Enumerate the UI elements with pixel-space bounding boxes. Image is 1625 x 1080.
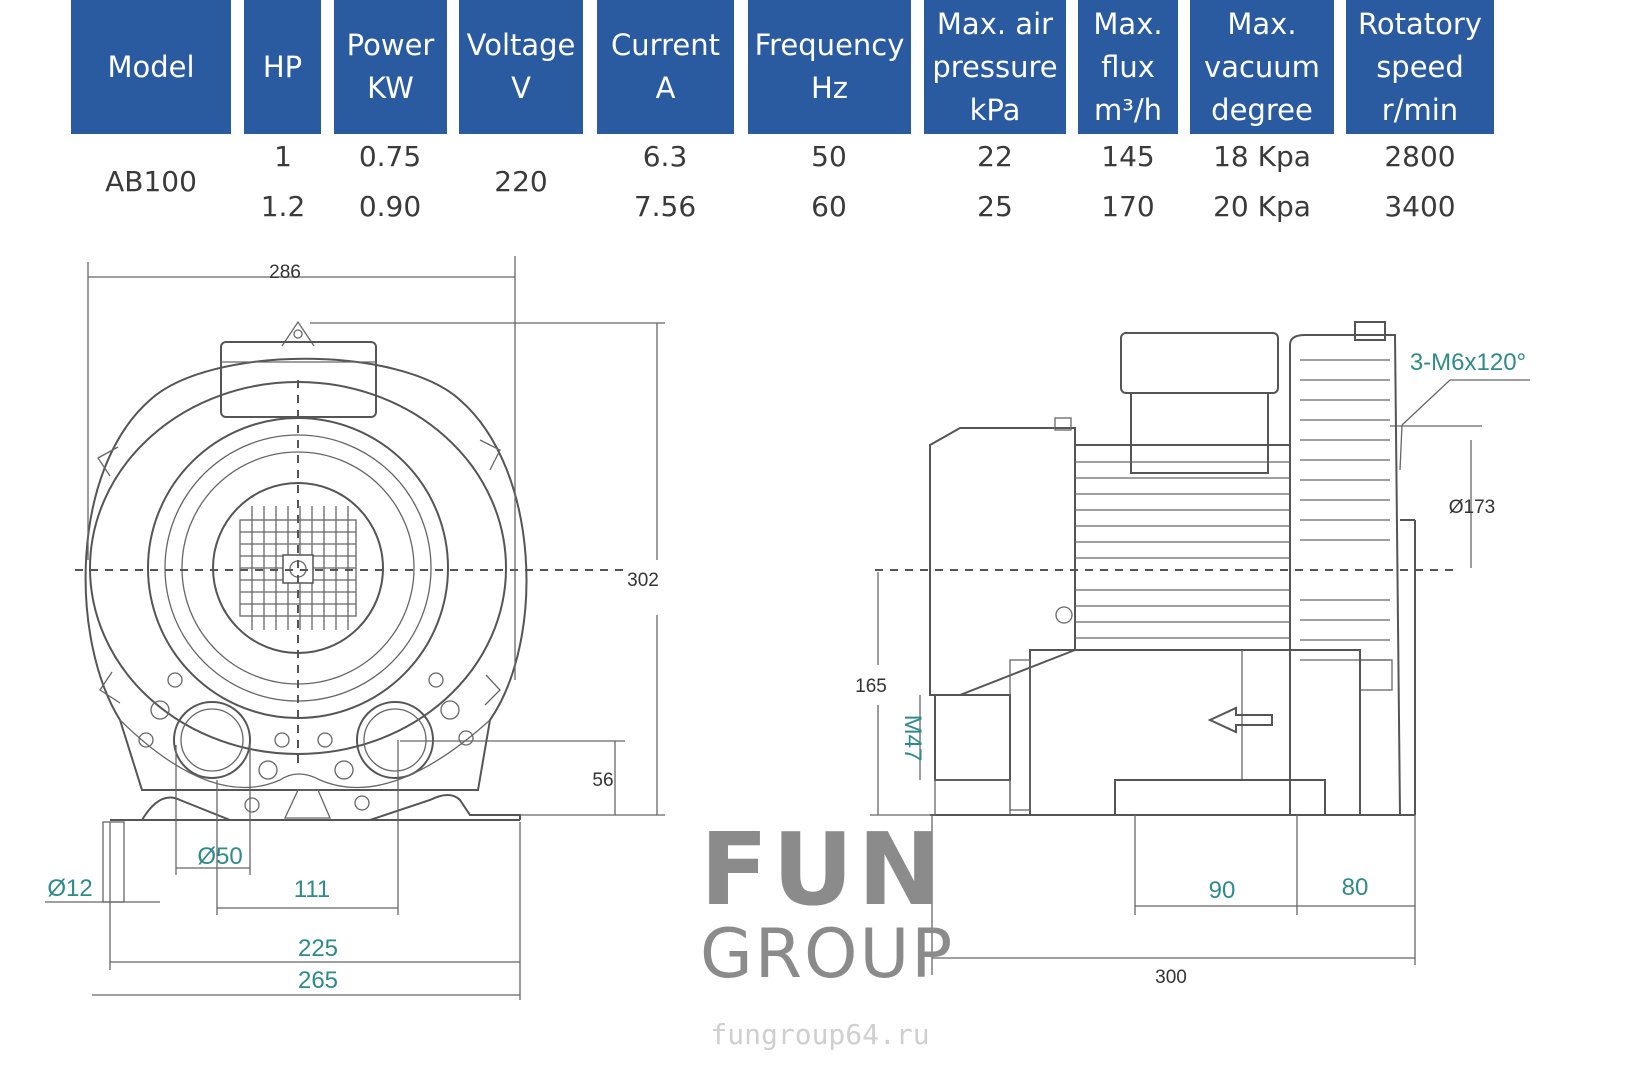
- dim-90: 90: [1209, 877, 1236, 904]
- side-foot: [1114, 779, 1326, 816]
- header-model: Model: [71, 0, 231, 134]
- cell-flux-1: 145: [1101, 140, 1155, 173]
- cell-current-1: 6.3: [642, 140, 688, 173]
- fan-grille: [239, 506, 357, 630]
- side-port: [934, 694, 1011, 781]
- brand-watermark: FUN GROUP: [700, 811, 955, 994]
- header-power: Power KW: [334, 0, 447, 134]
- dim-80: 80: [1342, 874, 1369, 901]
- dim-56: 56: [592, 770, 613, 791]
- dim-dia-12: Ø12: [47, 875, 92, 902]
- header-speed: Rotatory speed r/min: [1346, 0, 1494, 134]
- cell-pressure-2: 25: [977, 190, 1013, 223]
- brand-fun: FUN: [700, 811, 946, 928]
- front-base: [110, 794, 521, 821]
- dim-225: 225: [298, 935, 338, 962]
- mount-hole: [102, 821, 125, 903]
- motor-end-cap: [929, 427, 1076, 696]
- brand-group: GROUP: [700, 915, 955, 994]
- cell-voltage: 220: [494, 165, 548, 198]
- inlet-port: [173, 701, 251, 779]
- cell-power-2: 0.90: [358, 190, 422, 223]
- cell-power-1: 0.75: [358, 140, 422, 173]
- cell-speed-1: 2800: [1384, 140, 1456, 173]
- cell-pressure-1: 22: [977, 140, 1013, 173]
- cell-hp-1: 1: [274, 140, 292, 173]
- dim-300: 300: [1155, 967, 1187, 988]
- front-housing: [84, 357, 528, 791]
- side-view: 3-M6x120° Ø173 165 M47 90 80 300: [855, 321, 1530, 988]
- header-current: Current A: [597, 0, 734, 134]
- cell-speed-2: 3400: [1384, 190, 1456, 223]
- dim-dia-50: Ø50: [197, 843, 242, 870]
- motor-body: [1074, 444, 1291, 651]
- cell-hp-2: 1.2: [260, 190, 306, 223]
- housing-fins: [1300, 359, 1390, 661]
- bolts: [138, 672, 474, 813]
- dim-thread: 3-M6x120°: [1410, 349, 1526, 376]
- dim-286: 286: [269, 262, 301, 283]
- cell-flux-2: 170: [1101, 190, 1155, 223]
- site-watermark: fungroup64.ru: [710, 1018, 930, 1051]
- dim-302: 302: [627, 570, 659, 591]
- dim-265: 265: [298, 967, 338, 994]
- dim-165: 165: [855, 676, 887, 697]
- motor-fins: [1075, 461, 1290, 639]
- header-voltage: Voltage V: [459, 0, 583, 134]
- cell-vacuum-2: 20 Kpa: [1213, 190, 1311, 223]
- side-terminal-box: [1120, 332, 1279, 394]
- flow-arrow: [1207, 706, 1273, 734]
- header-hp: HP: [244, 0, 321, 134]
- silencer-box: [1029, 649, 1361, 816]
- dim-dia-173: Ø173: [1449, 497, 1495, 518]
- front-view: 286 302 56 Ø50 Ø12 111 225 265: [45, 256, 665, 1000]
- blower-housing: [1289, 334, 1402, 816]
- header-pressure: Max. air pressure kPa: [924, 0, 1066, 134]
- top-lug: [281, 320, 315, 347]
- cell-current-2: 7.56: [633, 190, 697, 223]
- dim-m47: M47: [899, 715, 926, 762]
- header-frequency: Frequency Hz: [748, 0, 911, 134]
- cell-frequency-1: 50: [811, 140, 847, 173]
- header-vacuum: Max. vacuum degree: [1190, 0, 1334, 134]
- terminal-box: [220, 341, 377, 418]
- cell-model: AB100: [105, 165, 197, 198]
- dim-111: 111: [294, 876, 330, 903]
- cell-vacuum-1: 18 Kpa: [1213, 140, 1311, 173]
- outlet-port: [356, 701, 434, 779]
- header-flux: Max. flux m³/h: [1078, 0, 1178, 134]
- cell-frequency-2: 60: [811, 190, 847, 223]
